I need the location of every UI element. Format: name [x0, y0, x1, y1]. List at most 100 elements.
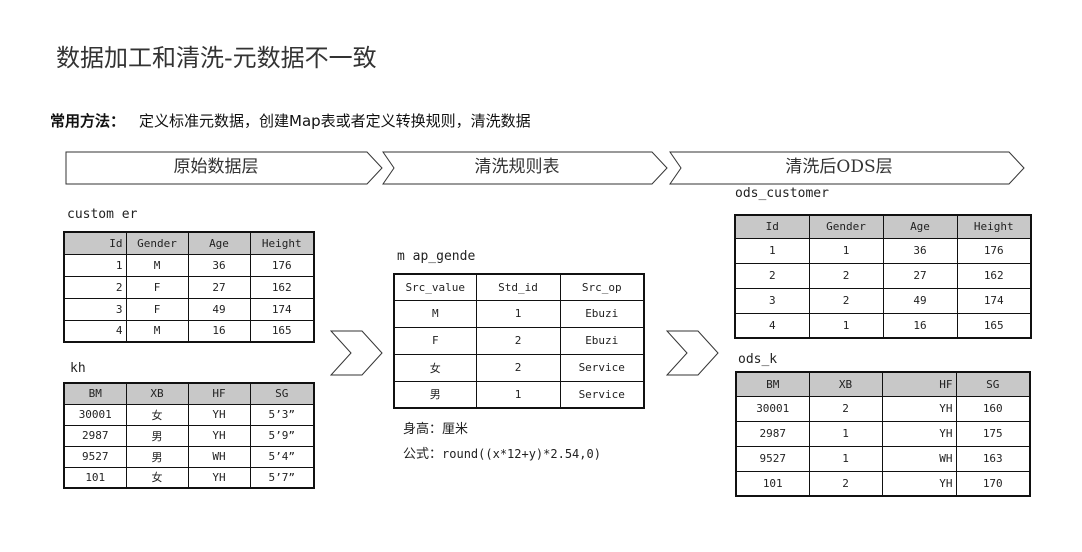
table-cell: 4	[63, 319, 127, 343]
table-cell: 男	[393, 380, 477, 409]
column-header: Age	[187, 231, 251, 255]
table-cell: M	[125, 319, 189, 343]
table-cell: 男	[125, 445, 189, 468]
table-cell: 男	[125, 424, 189, 447]
table-cell: 女	[393, 353, 477, 382]
ods-k-table-name: ods_k	[738, 352, 778, 367]
table-cell: 176	[249, 253, 315, 277]
column-header: Height	[956, 214, 1032, 239]
table-cell: 160	[955, 395, 1031, 422]
table-cell: 3	[734, 287, 810, 314]
table-cell: 女	[125, 403, 189, 426]
table-cell: 4	[734, 312, 810, 339]
column-header: SG	[955, 371, 1031, 397]
column-header: XB	[808, 371, 883, 397]
table-cell: YH	[187, 466, 251, 489]
flow-arrow-icon	[330, 330, 383, 376]
column-header: Src_op	[559, 273, 645, 301]
table-cell: 174	[956, 287, 1032, 314]
table-cell: 16	[882, 312, 958, 339]
table-cell: 36	[882, 237, 958, 264]
table-cell: 1	[808, 445, 883, 472]
column-header: BM	[735, 371, 810, 397]
method-label: 常用方法：	[50, 112, 126, 130]
table-cell: 165	[249, 319, 315, 343]
table-cell: 174	[249, 297, 315, 321]
column-header: Gender	[808, 214, 884, 239]
table-cell: 5’9”	[249, 424, 315, 447]
method-line: 常用方法：定义标准元数据，创建Map表或者定义转换规则，清洗数据	[50, 110, 531, 131]
table-cell: YH	[881, 470, 957, 497]
table-cell: Service	[559, 353, 645, 382]
table-header-row: Id Gender Age Height	[63, 231, 315, 255]
formula-note: 公式：round((x*12+y)*2.54,0)	[403, 443, 601, 462]
table-cell: 162	[249, 275, 315, 299]
stage-rules: 清洗规则表	[382, 151, 668, 185]
table-header-row: BM XB HF SG	[63, 382, 315, 405]
table-header-row: BM XB HF SG	[735, 371, 1031, 397]
table-cell: 5’7”	[249, 466, 315, 489]
table-cell: 9527	[735, 445, 810, 472]
table-header-row: Id Gender Age Height	[734, 214, 1032, 239]
formula-text: round((x*12+y)*2.54,0)	[442, 447, 601, 461]
stage-raw-label: 原始数据层	[173, 157, 259, 177]
table-cell: 2987	[63, 424, 127, 447]
kh-table-name: kh	[70, 361, 86, 376]
column-header: HF	[187, 382, 251, 405]
table-cell: 101	[63, 466, 127, 489]
unit-note: 身高：厘米	[403, 422, 469, 437]
table-cell: 2	[475, 353, 561, 382]
column-header: Std_id	[475, 273, 561, 301]
table-cell: 162	[956, 262, 1032, 289]
column-header: Id	[63, 231, 127, 255]
ods-customer-table-name: ods_customer	[735, 186, 829, 201]
table-cell: M	[125, 253, 189, 277]
table-cell: 1	[734, 237, 810, 264]
table-cell: Ebuzi	[559, 326, 645, 355]
table-cell: Ebuzi	[559, 299, 645, 328]
column-header: SG	[249, 382, 315, 405]
table-cell: 9527	[63, 445, 127, 468]
table-cell: 1	[808, 237, 884, 264]
column-header: Id	[734, 214, 810, 239]
table-cell: YH	[881, 420, 957, 447]
table-cell: 36	[187, 253, 251, 277]
table-cell: 2	[808, 395, 883, 422]
table-cell: 163	[955, 445, 1031, 472]
table-cell: 5’3”	[249, 403, 315, 426]
table-cell: 女	[125, 466, 189, 489]
table-cell: 27	[187, 275, 251, 299]
table-cell: 2	[734, 262, 810, 289]
table-cell: M	[393, 299, 477, 328]
table-cell: YH	[881, 395, 957, 422]
table-cell: 2	[808, 287, 884, 314]
table-cell: Service	[559, 380, 645, 409]
table-cell: 30001	[735, 395, 810, 422]
column-header: Gender	[125, 231, 189, 255]
column-header: Height	[249, 231, 315, 255]
table-cell: 16	[187, 319, 251, 343]
customer-table-name: custom er	[67, 207, 138, 222]
map-gender-table-name: m ap_gende	[397, 249, 476, 264]
stage-ods-label: 清洗后ODS层	[785, 157, 893, 177]
table-cell: 1	[475, 299, 561, 328]
column-header: XB	[125, 382, 189, 405]
table-cell: F	[393, 326, 477, 355]
table-cell: F	[125, 297, 189, 321]
table-cell: WH	[881, 445, 957, 472]
table-cell: 5’4”	[249, 445, 315, 468]
